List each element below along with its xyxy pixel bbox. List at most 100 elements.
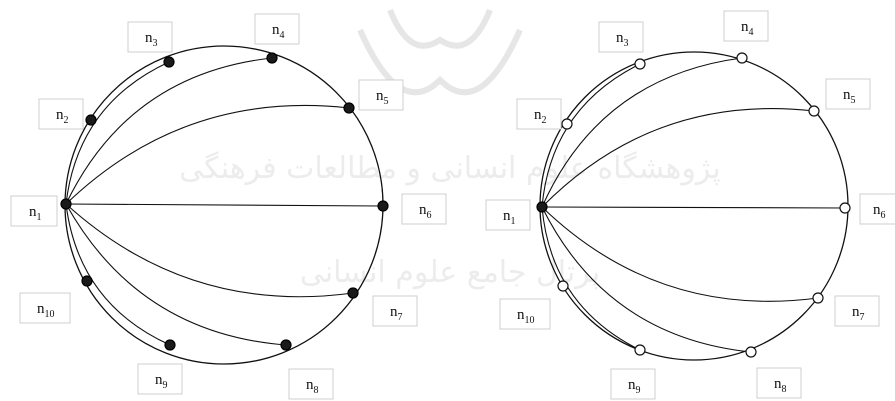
node-label-n1: n1 xyxy=(485,199,531,231)
label-base: n xyxy=(390,304,398,320)
node-label-n5: n5 xyxy=(358,79,404,111)
label-box xyxy=(137,363,183,395)
label-text: n6 xyxy=(873,202,886,221)
label-box xyxy=(756,367,802,399)
node-label-n5: n5 xyxy=(825,78,871,110)
node-label-n7: n7 xyxy=(372,295,418,327)
label-subscript: 5 xyxy=(851,95,856,106)
node-n2 xyxy=(561,118,573,130)
label-base: n xyxy=(774,376,782,392)
label-box xyxy=(610,368,656,400)
node-n3 xyxy=(634,58,646,70)
label-text: n6 xyxy=(419,202,432,221)
label-base: n xyxy=(852,304,860,320)
label-box xyxy=(38,98,84,130)
label-box xyxy=(19,292,71,324)
label-base: n xyxy=(155,372,163,388)
node-n3 xyxy=(163,56,175,68)
node-label-n3: n3 xyxy=(127,21,173,53)
label-subscript: 10 xyxy=(525,315,535,326)
node-label-n6: n6 xyxy=(859,193,895,225)
node-label-n4: n4 xyxy=(254,13,300,45)
label-base: n xyxy=(145,30,153,46)
label-subscript: 4 xyxy=(280,30,285,41)
edge-n1-n4 xyxy=(65,57,273,205)
label-text: n3 xyxy=(145,30,158,49)
label-subscript: 6 xyxy=(881,210,886,221)
label-text: n5 xyxy=(376,88,389,107)
node-label-n9: n9 xyxy=(610,368,656,400)
watermark-text-line1: پژوهشگاه علوم انسانی و مطالعات فرهنگی xyxy=(179,151,721,186)
node-n2 xyxy=(85,114,97,126)
label-box xyxy=(288,368,334,400)
label-text: n1 xyxy=(29,204,42,223)
label-box xyxy=(485,199,531,231)
label-text: n5 xyxy=(843,87,856,106)
node-n7 xyxy=(812,292,824,304)
node-n9 xyxy=(164,339,176,351)
label-subscript: 10 xyxy=(45,309,55,320)
edge-n1-n4 xyxy=(541,57,743,208)
label-text: n9 xyxy=(628,377,641,396)
label-text: n7 xyxy=(390,304,403,323)
label-text: n8 xyxy=(774,376,787,395)
label-base: n xyxy=(616,30,624,46)
edge-n1-n3 xyxy=(65,61,170,205)
node-n6 xyxy=(839,202,851,214)
label-base: n xyxy=(37,301,45,317)
node-n4 xyxy=(266,52,278,64)
edge-n1-n8 xyxy=(541,206,752,353)
label-base: n xyxy=(56,107,64,123)
node-n7 xyxy=(347,287,359,299)
label-base: n xyxy=(306,377,314,393)
label-subscript: 2 xyxy=(64,115,69,126)
label-subscript: 9 xyxy=(636,385,641,396)
node-label-n2: n2 xyxy=(516,98,562,130)
node-n1 xyxy=(536,201,548,213)
label-subscript: 8 xyxy=(314,385,319,396)
node-n1 xyxy=(60,198,72,210)
label-base: n xyxy=(873,202,881,218)
label-box xyxy=(516,98,562,130)
label-text: n2 xyxy=(534,107,547,126)
edge-n1-n6 xyxy=(65,203,384,207)
label-box xyxy=(499,298,551,330)
label-subscript: 9 xyxy=(163,380,168,391)
label-box xyxy=(825,78,871,110)
node-label-n9: n9 xyxy=(137,363,183,395)
node-label-n3: n3 xyxy=(598,21,644,53)
node-label-n8: n8 xyxy=(756,367,802,399)
label-text: n7 xyxy=(852,304,865,323)
label-box xyxy=(598,21,644,53)
label-text: n10 xyxy=(517,307,535,326)
node-n10 xyxy=(557,280,569,292)
label-base: n xyxy=(503,208,511,224)
edge-n1-n7 xyxy=(65,203,354,298)
watermark-emblem-inner xyxy=(357,28,523,96)
label-box xyxy=(358,79,404,111)
node-label-n10: n10 xyxy=(499,298,551,330)
label-base: n xyxy=(517,307,525,323)
node-n6 xyxy=(377,200,389,212)
watermark: پژوهشگاه علوم انسانی و مطالعات فرهنگی پر… xyxy=(179,8,721,290)
label-base: n xyxy=(741,19,749,35)
label-base: n xyxy=(272,22,280,38)
node-label-n7: n7 xyxy=(834,295,880,327)
edge-n1-n7 xyxy=(541,206,819,302)
node-label-n10: n10 xyxy=(19,292,71,324)
label-text: n1 xyxy=(503,208,516,227)
label-base: n xyxy=(534,107,542,123)
node-label-n4: n4 xyxy=(723,10,769,42)
label-box xyxy=(372,295,418,327)
node-n10 xyxy=(81,275,93,287)
label-subscript: 3 xyxy=(624,38,629,49)
node-label-n6: n6 xyxy=(401,193,447,225)
edge-n1-n9 xyxy=(541,206,641,351)
label-subscript: 2 xyxy=(542,115,547,126)
label-subscript: 3 xyxy=(153,38,158,49)
label-box xyxy=(127,21,173,53)
